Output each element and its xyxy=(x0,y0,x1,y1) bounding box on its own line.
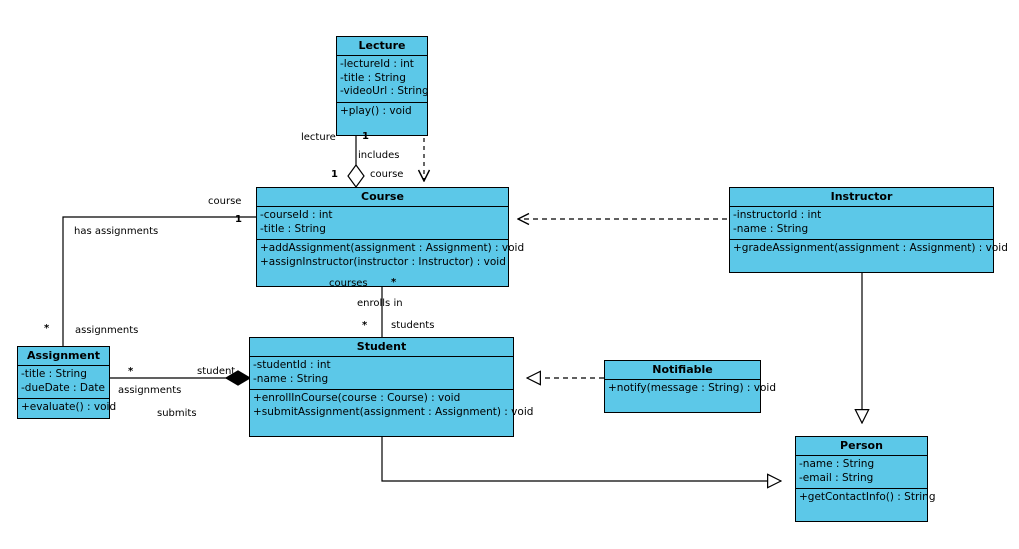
relationship-name-has-assignments: has assignments xyxy=(74,226,159,237)
class-name-instructor: Instructor xyxy=(730,188,993,207)
class-methods-lecture: +play() : void xyxy=(337,103,427,135)
composition-diamond-student xyxy=(224,370,252,386)
attribute-row: -videoUrl : String xyxy=(340,85,429,97)
attribute-row: -studentId : int xyxy=(253,359,331,371)
relationship-name-includes: includes xyxy=(358,150,400,161)
method-row: +gradeAssignment(assignment : Assignment… xyxy=(733,242,1008,254)
class-name-assignment: Assignment xyxy=(18,347,109,366)
edge-student-person-generalization xyxy=(381,424,781,481)
multiplicity-assignment-student: * xyxy=(128,366,134,377)
class-name-person: Person xyxy=(796,437,927,456)
method-row: +play() : void xyxy=(340,104,412,117)
role-label-course-assignments: course xyxy=(208,196,242,207)
attribute-row: -title : String xyxy=(340,71,406,84)
class-attributes-student: -studentId : int -name : String xyxy=(250,357,513,390)
class-attributes-lecture: -lectureId : int -title : String -videoU… xyxy=(337,56,429,103)
method-spacer xyxy=(253,419,510,433)
method-row: +evaluate() : void xyxy=(21,401,117,413)
role-label-assignments-course: assignments xyxy=(75,325,139,336)
method-row: +assignInstructor(instructor : Instructo… xyxy=(260,255,506,268)
aggregation-diamond-course xyxy=(347,163,365,189)
method-row: +submitAssignment(assignment : Assignmen… xyxy=(253,405,534,418)
class-name-student: Student xyxy=(250,338,513,357)
method-spacer xyxy=(608,396,757,410)
class-attributes-assignment: -title : String -dueDate : Date xyxy=(18,366,109,399)
class-box-lecture[interactable]: Lecture -lectureId : int -title : String… xyxy=(336,36,429,136)
attribute-row: -title : String xyxy=(260,222,326,235)
multiplicity-lecture-source: 1 xyxy=(362,131,369,142)
class-attributes-course: -courseId : int -title : String xyxy=(257,207,508,240)
class-methods-instructor: +gradeAssignment(assignment : Assignment… xyxy=(730,240,1008,272)
class-methods-notifiable: +notify(message : String) : void xyxy=(605,380,776,412)
class-methods-student: +enrollInCourse(course : Course) : void … xyxy=(250,390,534,436)
attribute-row: -dueDate : Date xyxy=(21,381,105,394)
role-label-students: students xyxy=(391,320,435,331)
class-attributes-person: -name : String -email : String xyxy=(796,456,927,489)
method-spacer xyxy=(260,269,505,283)
class-box-course[interactable]: Course -courseId : int -title : String +… xyxy=(256,187,525,287)
method-spacer xyxy=(799,505,924,519)
method-spacer xyxy=(733,256,990,270)
attribute-row: -courseId : int xyxy=(260,209,333,221)
class-methods-assignment: +evaluate() : void xyxy=(18,399,117,418)
attribute-row: -instructorId : int xyxy=(733,209,822,221)
role-label-lecture: lecture xyxy=(301,132,336,143)
class-box-assignment[interactable]: Assignment -title : String -dueDate : Da… xyxy=(17,346,117,419)
class-name-course: Course xyxy=(257,188,508,207)
multiplicity-course-assignment-source: 1 xyxy=(235,214,242,225)
method-row: +getContactInfo() : String xyxy=(799,491,936,503)
class-attributes-instructor: -instructorId : int -name : String xyxy=(730,207,993,240)
role-label-assignments-student: assignments xyxy=(118,385,182,396)
method-row: +notify(message : String) : void xyxy=(608,382,776,394)
attribute-row: -lectureId : int xyxy=(340,58,414,70)
role-label-courses: courses xyxy=(329,278,368,289)
class-name-lecture: Lecture xyxy=(337,37,427,56)
method-row: +addAssignment(assignment : Assignment) … xyxy=(260,242,525,254)
multiplicity-course-student-source: * xyxy=(391,277,397,288)
class-name-notifiable: Notifiable xyxy=(605,361,760,380)
relationship-name-submits: submits xyxy=(157,408,197,419)
attribute-row: -name : String xyxy=(733,222,809,235)
class-methods-course: +addAssignment(assignment : Assignment) … xyxy=(257,240,525,286)
attribute-row: -name : String xyxy=(253,372,329,385)
multiplicity-course-assignment-target: * xyxy=(44,323,50,334)
class-box-instructor[interactable]: Instructor -instructorId : int -name : S… xyxy=(729,187,1008,273)
method-row: +enrollInCourse(course : Course) : void xyxy=(253,392,461,404)
attribute-row: -name : String xyxy=(799,458,875,470)
class-box-notifiable[interactable]: Notifiable +notify(message : String) : v… xyxy=(604,360,776,413)
role-label-course-aggregation: course xyxy=(370,169,404,180)
attribute-row: -title : String xyxy=(21,368,87,380)
multiplicity-course-student-target: * xyxy=(362,320,368,331)
method-spacer xyxy=(340,118,424,132)
attribute-row: -email : String xyxy=(799,471,874,484)
edge-course-assignment-association xyxy=(62,216,256,346)
multiplicity-lecture-target: 1 xyxy=(331,169,338,180)
relationship-name-enrolls-in: enrolls in xyxy=(357,298,403,309)
class-box-person[interactable]: Person -name : String -email : String +g… xyxy=(795,436,936,522)
class-box-student[interactable]: Student -studentId : int -name : String … xyxy=(249,337,534,437)
role-label-student: student xyxy=(197,366,236,377)
class-methods-person: +getContactInfo() : String xyxy=(796,489,936,521)
